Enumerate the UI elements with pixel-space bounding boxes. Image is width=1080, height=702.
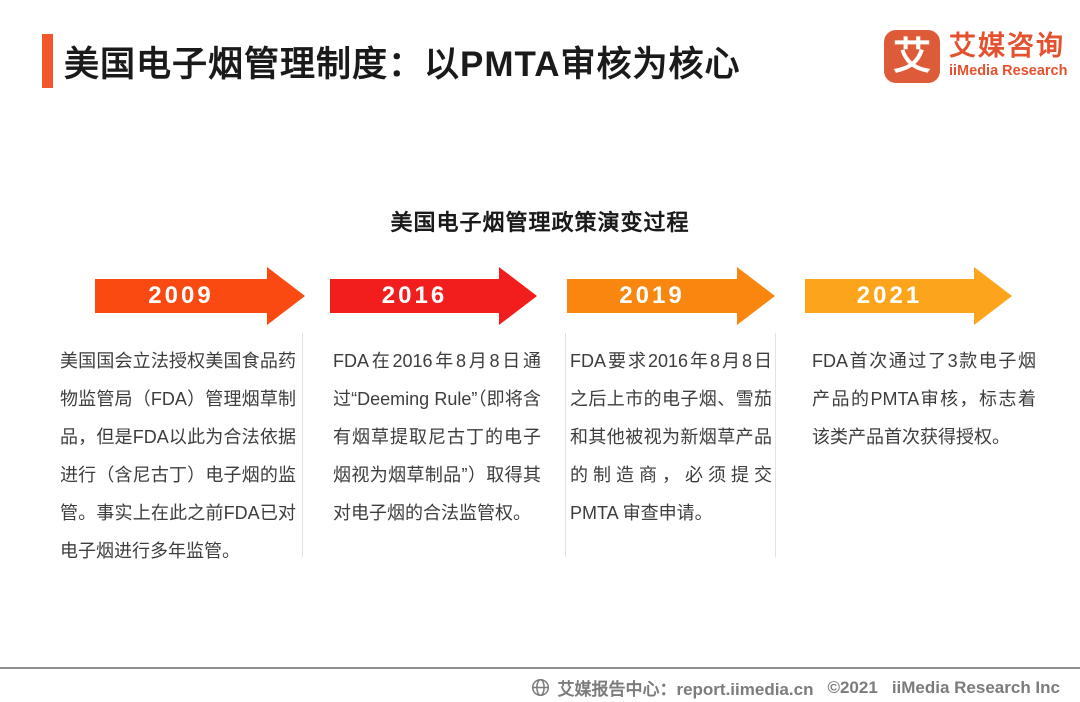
iimedia-logo: 艾 艾媒咨询 iiMedia Research <box>884 30 1067 83</box>
column-divider <box>775 333 776 557</box>
page-title: 美国电子烟管理制度：以PMTA审核为核心 <box>64 45 741 84</box>
timeline-year-label: 2019 <box>619 282 685 309</box>
arrow-head-icon <box>974 267 1012 325</box>
globe-icon <box>531 678 550 697</box>
column-divider <box>565 333 566 557</box>
timeline-arrow-2009: 2009 <box>95 267 305 325</box>
timeline-description-2019: FDA要求2016年8月8日之后上市的电子烟、雪茄和其他被视为新烟草产品的制造商… <box>570 351 772 523</box>
timeline-year-label: 2009 <box>148 282 214 309</box>
logo-text: 艾媒咨询 iiMedia Research <box>949 30 1067 81</box>
timeline-year-label: 2021 <box>856 282 923 309</box>
logo-name-en: iiMedia Research <box>949 63 1068 80</box>
timeline-description-2016: FDA在2016年8月8日通过“Deeming Rule”（即将含有烟草提取尼古… <box>333 351 541 523</box>
footer-copyright: ©2021 <box>827 677 878 697</box>
arrow-body: 2021 <box>805 279 974 313</box>
title-accent-bar <box>42 34 53 88</box>
column-divider <box>302 333 303 557</box>
timeline-description-2009: 美国国会立法授权美国食品药物监管局（FDA）管理烟草制品，但是FDA以此为合法依… <box>60 351 296 561</box>
arrow-head-icon <box>737 267 775 325</box>
arrow-body: 2019 <box>567 279 737 313</box>
footer-company: iiMedia Research Inc <box>891 677 1060 697</box>
arrow-body: 2016 <box>330 279 499 313</box>
footer-divider <box>0 667 1080 669</box>
arrow-head-icon <box>499 267 537 325</box>
timeline-arrow-2021: 2021 <box>805 267 1012 325</box>
iimedia-logo-icon: 艾 <box>884 30 940 83</box>
footer: 艾媒报告中心：report.iimedia.cn ©2021 iiMedia R… <box>531 675 1060 700</box>
timeline-arrow-2016: 2016 <box>330 267 537 325</box>
footer-report-center: 艾媒报告中心：report.iimedia.cn <box>557 680 814 699</box>
timeline-description-2021: FDA首次通过了3款电子烟产品的PMTA审核，标志着该类产品首次获得授权。 <box>812 351 1036 447</box>
logo-name-cn: 艾媒咨询 <box>949 31 1065 61</box>
section-title: 美国电子烟管理政策演变过程 <box>390 210 690 235</box>
timeline-arrow-2019: 2019 <box>567 267 775 325</box>
arrow-body: 2009 <box>95 279 267 313</box>
arrow-head-icon <box>267 267 305 325</box>
timeline-year-label: 2016 <box>381 282 448 309</box>
